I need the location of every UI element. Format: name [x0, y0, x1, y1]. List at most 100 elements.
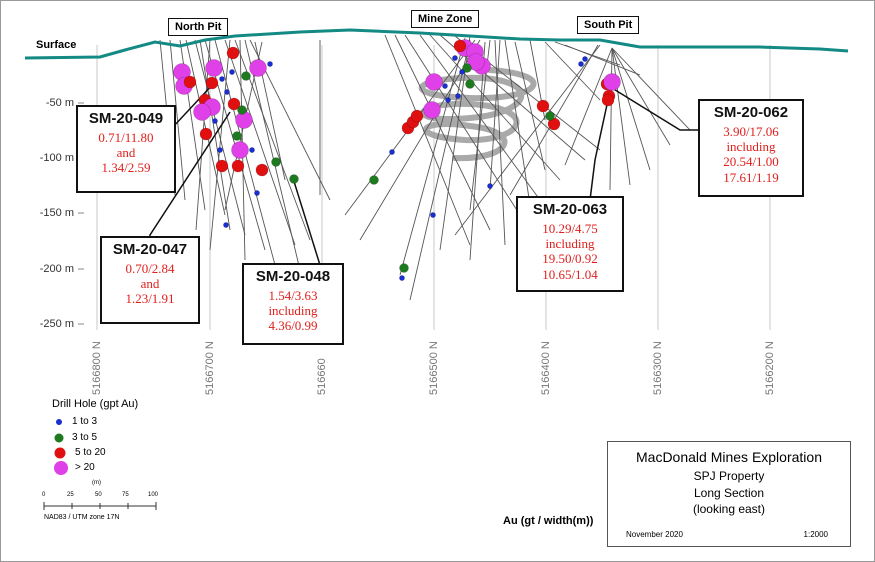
assay-marker: [459, 69, 465, 75]
assay-marker: [193, 103, 211, 121]
assay-marker: [462, 63, 472, 73]
scale-tick-label: 50: [95, 492, 102, 498]
section-type: Long Section: [693, 486, 765, 500]
callout-value: 0.71/11.80: [98, 129, 154, 145]
elevation-label: -150 m: [39, 207, 74, 219]
assay-marker: [183, 75, 197, 89]
assay-marker: [582, 56, 588, 62]
assay-marker: [249, 59, 267, 77]
callout-value: 4.36/0.99: [268, 318, 318, 334]
assay-marker: [205, 59, 223, 77]
callout-value: 3.90/17.06: [723, 123, 779, 139]
assay-marker: [229, 69, 235, 75]
assay-marker: [231, 159, 245, 173]
callout-hole-id: SM-20-063: [532, 201, 608, 218]
callout-value: and: [140, 276, 160, 292]
company-name: MacDonald Mines Exploration: [636, 449, 822, 465]
map-date: November 2020: [626, 530, 683, 539]
surface-line: [24, 28, 849, 60]
legend-label: 3 to 5: [72, 432, 98, 443]
callout-value: 1.34/2.59: [101, 160, 151, 176]
assay-marker: [399, 263, 409, 273]
property-name: SPJ Property: [693, 469, 765, 483]
assay-marker: [389, 149, 395, 155]
title-block: MacDonald Mines Exploration SPJ Property…: [607, 441, 851, 547]
assay-marker: [445, 97, 451, 103]
assay-marker: [430, 212, 436, 218]
assay-marker: [231, 141, 249, 159]
assay-marker: [249, 147, 255, 153]
assay-marker: [578, 61, 584, 67]
elevation-label: -50 m: [45, 97, 74, 109]
callout-value: and: [116, 145, 136, 161]
legend-label: 1 to 3: [72, 416, 98, 427]
callout-hole-id: SM-20-048: [255, 268, 331, 285]
assay-marker: [217, 147, 223, 153]
surface-label: Surface: [36, 39, 77, 51]
callout-value: 0.70/2.84: [125, 260, 175, 276]
callout-sm-20-048: SM-20-048 1.54/3.63 including 4.36/0.99: [242, 263, 344, 345]
datum-label: NAD83 / UTM zone 17N: [44, 514, 120, 521]
legend-symbol-5-to-20: [54, 447, 66, 459]
elevation-label: -100 m: [39, 152, 74, 164]
legend-symbol-3-to-5: [54, 433, 64, 443]
assay-marker: [425, 73, 443, 91]
assay-marker: [601, 93, 615, 107]
view-direction: (looking east): [692, 502, 766, 516]
callout-hole-id: SM-20-049: [88, 110, 164, 127]
elevation-label: -250 m: [39, 318, 74, 330]
assay-marker: [369, 175, 379, 185]
assay-marker: [219, 76, 225, 82]
northing-label: 5166200 N: [764, 341, 776, 395]
northing-label: 5166300 N: [652, 341, 664, 395]
scale-tick-label: 25: [67, 492, 74, 498]
assay-marker: [545, 111, 555, 121]
scale-bar: [43, 502, 157, 510]
assay-marker: [226, 46, 240, 60]
northing-label: 5166800 N: [91, 341, 103, 395]
scale-tick-label: 0: [42, 492, 46, 498]
legend-symbol-gt-20: [54, 461, 68, 475]
assay-marker: [205, 76, 219, 90]
assay-marker: [241, 71, 251, 81]
assay-units-note: Au (gt / width(m)): [503, 515, 594, 527]
assay-marker: [215, 159, 229, 173]
assay-marker: [465, 79, 475, 89]
callout-value: 10.29/4.75: [542, 220, 598, 236]
elevation-label: -200 m: [39, 263, 74, 275]
assay-marker: [452, 55, 458, 61]
northing-label: 5166700 N: [204, 341, 216, 395]
northing-gridlines: [96, 45, 771, 330]
assay-marker: [227, 97, 241, 111]
south-pit-label: South Pit: [577, 16, 640, 34]
scale-tick-label: 75: [122, 492, 129, 498]
callout-value: 1.54/3.63: [268, 287, 318, 303]
assay-marker: [212, 118, 218, 124]
callout-value: including: [726, 139, 776, 155]
callout-value: including: [268, 303, 318, 319]
assay-marker: [237, 105, 247, 115]
assay-marker: [255, 163, 269, 177]
legend-symbols: [54, 419, 68, 475]
callout-value: including: [545, 236, 595, 252]
assay-marker: [536, 99, 550, 113]
callout-value: 17.61/1.19: [723, 169, 779, 185]
callout-hole-id: SM-20-047: [112, 241, 188, 258]
assay-marker: [271, 157, 281, 167]
assay-marker: [199, 127, 213, 141]
callout-value: 1.23/1.91: [125, 291, 175, 307]
legend-symbol-1-to-3: [56, 419, 62, 425]
assay-marker: [453, 39, 467, 53]
callout-value: 10.65/1.04: [542, 266, 598, 282]
assay-marker: [399, 275, 405, 281]
northing-label: 5166500 N: [428, 341, 440, 395]
mine-zone-label: Mine Zone: [411, 10, 480, 28]
legend-title: Drill Hole (gpt Au): [52, 398, 139, 410]
scale-unit: (m): [92, 480, 101, 486]
assay-marker: [224, 89, 230, 95]
north-pit-label: North Pit: [168, 18, 229, 36]
map-scale: 1:2000: [803, 530, 828, 539]
legend-label: > 20: [75, 462, 95, 473]
callout-sm-20-062: SM-20-062 3.90/17.06 including 20.54/1.0…: [698, 99, 804, 197]
